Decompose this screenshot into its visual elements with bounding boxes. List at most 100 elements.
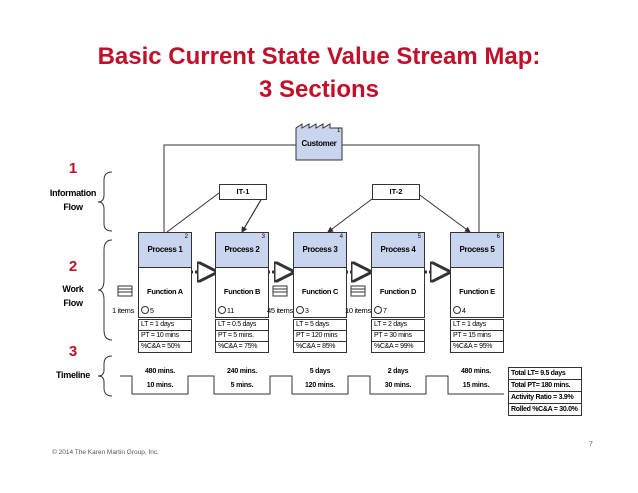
page-subtitle: 3 Sections — [258, 76, 380, 103]
customer-label: Customer — [301, 139, 337, 148]
data-row: LT = 2 days — [372, 320, 424, 331]
section-label-line: Work — [62, 284, 84, 294]
timeline-lead-time: 2 days — [387, 368, 409, 375]
data-row: %C&A = 95% — [453, 343, 493, 350]
inventory-label: 45 items — [267, 306, 293, 315]
section-label-line: Flow — [63, 298, 83, 308]
data-row: LT = 0.5 days — [216, 320, 268, 331]
process-data-box: LT = 1 days PT = 15 mins %C&A = 95% — [450, 319, 504, 353]
staff-count: 5 — [150, 308, 154, 315]
summary-activity-ratio: Activity Ratio = 3.9% — [509, 392, 581, 404]
data-row: %C&A = 50% — [141, 343, 181, 350]
process-function: Function D — [379, 287, 417, 296]
summary-box: Total LT= 9.5 days Total PT= 180 mins. A… — [508, 367, 582, 416]
process-box: 4 Process 3 Function C 3 — [293, 232, 347, 318]
process-staff: 3 — [296, 306, 309, 315]
process-data-box: LT = 5 days PT = 120 mins %C&A = 85% — [293, 319, 347, 353]
process-name: Process 2 — [224, 245, 260, 254]
timeline-process-time: 120 mins. — [304, 382, 336, 389]
inventory-label: 1 items — [112, 306, 135, 315]
process-staff: 7 — [374, 306, 387, 315]
data-row: PT = 5 mins. — [216, 331, 268, 342]
data-row: PT = 30 mins — [372, 331, 424, 342]
section-number-info: 1 — [68, 160, 78, 177]
data-row: PT = 120 mins — [294, 331, 346, 342]
section-bracket-timeline — [97, 355, 113, 397]
process-number: 6 — [496, 234, 500, 240]
section-label-timeline: Timeline — [43, 368, 103, 382]
copyright-notice: © 2014 The Karen Martin Group, Inc. — [52, 449, 159, 456]
process-data-box: LT = 2 days PT = 30 mins %C&A = 99% — [371, 319, 425, 353]
section-label-line: Timeline — [56, 370, 90, 380]
process-number: 2 — [184, 234, 188, 240]
data-row: LT = 5 days — [294, 320, 346, 331]
staff-count: 3 — [305, 308, 309, 315]
summary-total-pt: Total PT= 180 mins. — [509, 380, 581, 392]
process-staff: 4 — [453, 306, 466, 315]
inventory-icon — [350, 285, 366, 297]
page-title: Basic Current State Value Stream Map: — [97, 43, 541, 70]
it-system-1: IT-1 — [219, 184, 267, 200]
section-number-work: 2 — [68, 258, 78, 275]
data-row: %C&A = 85% — [296, 343, 336, 350]
process-staff: 11 — [218, 306, 234, 315]
process-box: 6 Process 5 Function E 4 — [450, 232, 504, 318]
customer-link-line — [163, 144, 480, 232]
process-name: Process 3 — [302, 245, 338, 254]
section-label-line: Flow — [63, 202, 83, 212]
timeline-lead-time: 5 days — [309, 368, 331, 375]
section-number-timeline: 3 — [68, 343, 78, 360]
operator-icon — [218, 306, 226, 314]
data-row: %C&A = 99% — [374, 343, 414, 350]
section-label-work: Work Flow — [43, 282, 103, 310]
it-system-2: IT-2 — [372, 184, 420, 200]
process-function: Function A — [147, 287, 183, 296]
staff-count: 11 — [227, 308, 235, 315]
data-row: LT = 1 days — [451, 320, 503, 331]
summary-total-lt: Total LT= 9.5 days — [509, 368, 581, 380]
process-number: 3 — [261, 234, 265, 240]
timeline-lead-time: 480 mins. — [460, 368, 492, 375]
process-header — [372, 233, 424, 268]
inventory-icon — [272, 285, 288, 297]
process-name: Process 1 — [147, 245, 183, 254]
operator-icon — [374, 306, 382, 314]
timeline-lead-time: 480 mins. — [144, 368, 176, 375]
data-row: PT = 10 mins — [139, 331, 191, 342]
timeline-ladder — [120, 375, 504, 395]
process-name: Process 5 — [459, 245, 495, 254]
process-header — [139, 233, 191, 268]
process-box: 3 Process 2 Function B 11 — [215, 232, 269, 318]
customer-number: 1 — [337, 128, 341, 134]
summary-rolled-ca: Rolled %C&A = 30.0% — [511, 406, 578, 413]
inventory-label: 10 items — [345, 306, 371, 315]
page-number: 7 — [589, 441, 593, 448]
process-header — [451, 233, 503, 268]
timeline-lead-time: 240 mins. — [226, 368, 258, 375]
section-bracket-info — [97, 171, 113, 232]
process-header — [294, 233, 346, 268]
section-bracket-work — [97, 239, 113, 341]
factory-icon — [295, 123, 343, 161]
timeline-process-time: 5 mins. — [230, 382, 254, 389]
process-staff: 5 — [141, 306, 154, 315]
staff-count: 7 — [383, 308, 387, 315]
process-box: 2 Process 1 Function A 5 — [138, 232, 192, 318]
operator-icon — [141, 306, 149, 314]
data-row: %C&A = 75% — [218, 343, 258, 350]
operator-icon — [296, 306, 304, 314]
data-row: PT = 15 mins — [451, 331, 503, 342]
data-row: LT = 1 days — [139, 320, 191, 331]
process-header — [216, 233, 268, 268]
inventory-icon — [117, 285, 133, 297]
timeline-process-time: 15 mins. — [462, 382, 490, 389]
process-name: Process 4 — [380, 245, 416, 254]
process-data-box: LT = 0.5 days PT = 5 mins. %C&A = 75% — [215, 319, 269, 353]
process-function: Function B — [223, 287, 261, 296]
timeline-process-time: 10 mins. — [146, 382, 174, 389]
staff-count: 4 — [462, 308, 466, 315]
process-function: Function E — [459, 287, 495, 296]
section-label-line: Information — [49, 188, 97, 198]
section-label-info: Information Flow — [43, 186, 103, 214]
